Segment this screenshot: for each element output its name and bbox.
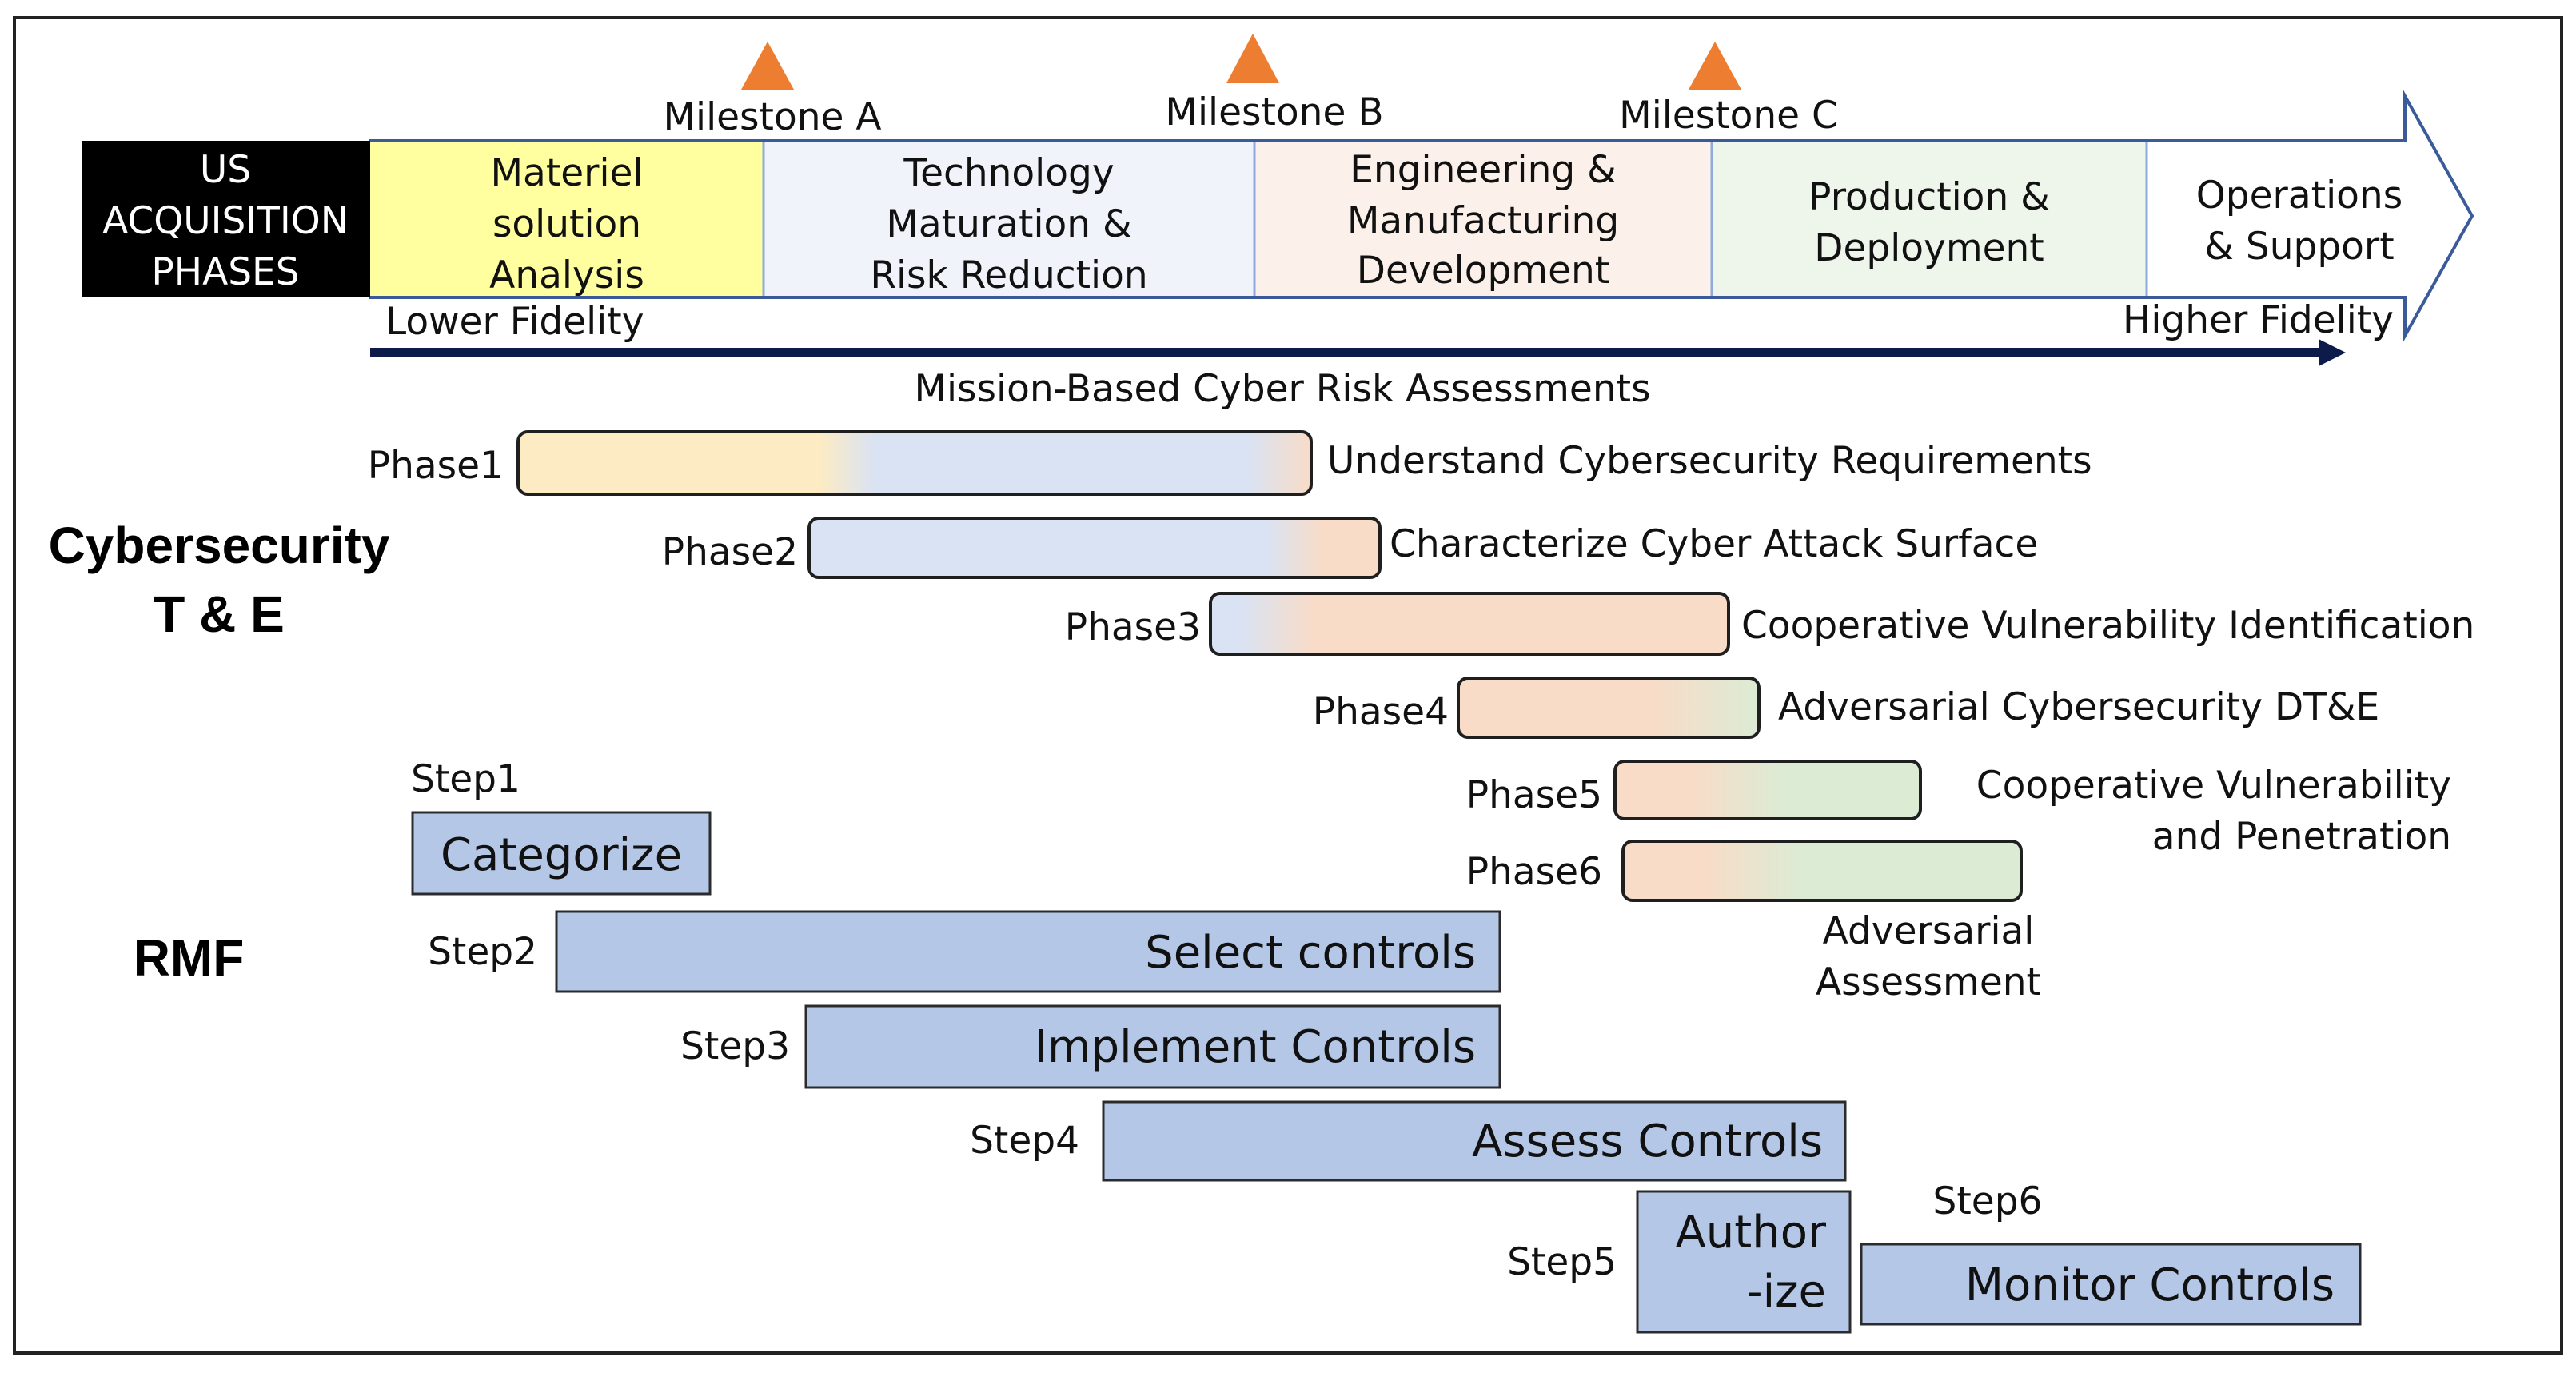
rmf-title: RMF <box>134 929 245 987</box>
step5-label: Step5 <box>1507 1240 1617 1284</box>
phase-production-deployment <box>1712 141 2147 297</box>
phase-5-line-2: & Support <box>2204 225 2394 269</box>
phase4-label: Phase4 <box>1313 690 1449 734</box>
phase-5-line-1: Operations <box>2196 174 2403 218</box>
phase4-description: Adversarial Cybersecurity DT&E <box>1778 685 2379 729</box>
phase1-description: Understand Cybersecurity Requirements <box>1327 439 2092 483</box>
phase1-label: Phase1 <box>368 444 504 488</box>
phase-1-line-2: solution <box>492 202 641 246</box>
phase-2-line-3: Risk Reduction <box>870 253 1147 297</box>
acquisition-header-box <box>82 141 370 297</box>
step2-label: Step2 <box>428 930 537 974</box>
step3-label: Step3 <box>680 1024 790 1068</box>
step3-text: Implement Controls <box>1035 1021 1476 1073</box>
phase4-bar <box>1457 677 1761 739</box>
phase-2-line-2: Maturation & <box>886 202 1131 246</box>
phase5-description-line-2: and Penetration <box>2152 815 2451 859</box>
cyber-te-section: Cybersecurity T & E Phase1 Understand Cy… <box>49 430 2474 1004</box>
milestone-a-triangle-icon <box>741 42 794 90</box>
acquisition-header-line-2: ACQUISITION <box>102 199 349 243</box>
acquisition-timeline: US ACQUISITION PHASES Materiel solution … <box>82 90 2474 342</box>
step2-text: Select controls <box>1145 927 1476 979</box>
fidelity-low-label: Lower Fidelity <box>385 300 644 344</box>
phase-3-line-3: Development <box>1357 249 1609 293</box>
step3-box <box>804 1004 1501 1089</box>
step6-label: Step6 <box>1933 1179 2043 1223</box>
phase3-label: Phase3 <box>1065 605 1201 649</box>
step2-box <box>555 910 1501 993</box>
phase-3-line-1: Engineering & <box>1350 148 1617 192</box>
phase2-bar <box>807 517 1382 579</box>
step6-text: Monitor Controls <box>1965 1259 2335 1311</box>
phase6-bar <box>1621 840 2023 902</box>
phase-1-line-3: Analysis <box>489 253 644 297</box>
step1-label: Step1 <box>411 757 520 801</box>
milestone-b-label: Milestone B <box>1165 90 1383 134</box>
phase-engineering-manufacturing <box>1254 141 1712 297</box>
phase5-bar <box>1613 760 1922 820</box>
phase3-description: Cooperative Vulnerability Identification <box>1741 604 2474 648</box>
phase-materiel-solution-analysis <box>370 141 764 297</box>
fidelity-high-label: Higher Fidelity <box>2123 298 2394 342</box>
step5-text-line-1: Author <box>1675 1207 1827 1259</box>
phase1-bar <box>516 430 1313 496</box>
milestone-c-triangle-icon <box>1689 42 1741 90</box>
milestones: Milestone A Milestone B Milestone C <box>663 34 1838 139</box>
phase-3-line-2: Manufacturing <box>1347 199 1619 243</box>
milestone-b-triangle-icon <box>1226 34 1279 83</box>
phase2-label: Phase2 <box>662 530 798 574</box>
fidelity-arrow-head-icon <box>2319 339 2346 366</box>
milestone-c-label: Milestone C <box>1619 94 1838 138</box>
milestone-a-label: Milestone A <box>663 95 881 139</box>
assessment-label: Mission-Based Cyber Risk Assessments <box>914 367 1650 411</box>
cyber-te-title-line-2: T & E <box>154 585 285 643</box>
step5-text-line-2: -ize <box>1746 1266 1826 1318</box>
phase-1-line-1: Materiel <box>490 151 643 195</box>
phase6-description-line-1: Adversarial <box>1823 909 2035 953</box>
fidelity-arrow: Lower Fidelity Higher Fidelity Mission-B… <box>370 298 2394 411</box>
step6-box <box>1860 1243 2362 1326</box>
phase-4-line-1: Production & <box>1808 175 2050 219</box>
phase-technology-maturation <box>764 141 1254 297</box>
phase-2-line-1: Technology <box>903 151 1114 195</box>
phase2-description: Characterize Cyber Attack Surface <box>1390 522 2038 566</box>
phase5-description-line-1: Cooperative Vulnerability <box>1976 764 2451 808</box>
phase6-label: Phase6 <box>1466 850 1602 894</box>
acquisition-header-line-1: US <box>200 148 251 192</box>
acquisition-header-line-3: PHASES <box>151 250 299 294</box>
step4-box <box>1102 1100 1847 1182</box>
phase5-label: Phase5 <box>1466 773 1602 817</box>
cyber-te-title-line-1: Cybersecurity <box>49 517 390 574</box>
step1-box <box>411 811 712 896</box>
rmf-section: RMF Step1 Categorize Step2 Select contro… <box>134 757 2362 1334</box>
step4-text: Assess Controls <box>1472 1116 1823 1167</box>
step4-label: Step4 <box>970 1119 1079 1163</box>
phase6-description-line-2: Assessment <box>1816 960 2041 1004</box>
step1-text: Categorize <box>441 829 682 881</box>
phase-4-line-2: Deployment <box>1814 226 2044 270</box>
step5-box <box>1636 1190 1852 1334</box>
phase3-bar <box>1209 592 1730 656</box>
phase-operations-support <box>2147 141 2405 297</box>
